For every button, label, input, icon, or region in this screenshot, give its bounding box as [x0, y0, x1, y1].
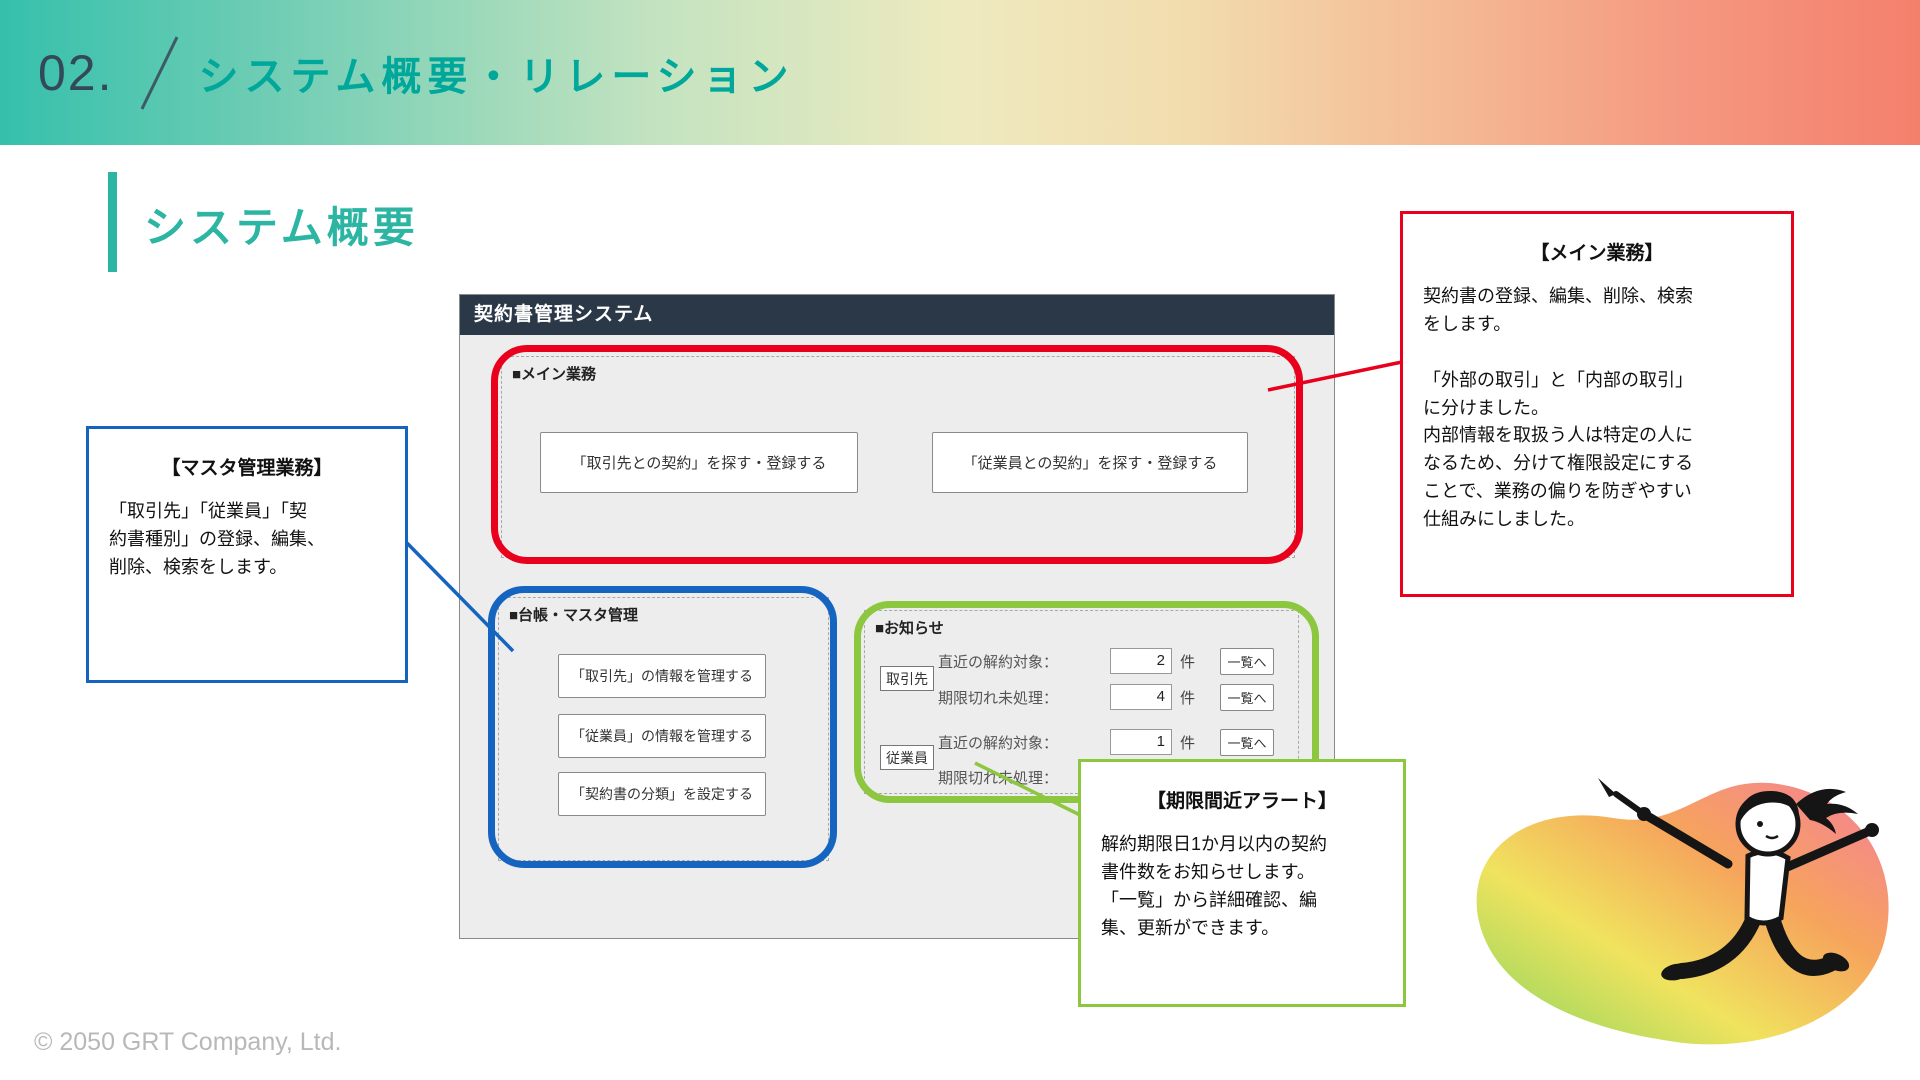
- master-group: ■台帳・マスタ管理: [498, 597, 829, 861]
- set-contract-category-button[interactable]: 「契約書の分類」を設定する: [558, 772, 766, 816]
- app-window: 契約書管理システム ■メイン業務 「取引先との契約」を探す・登録する 「従業員と…: [459, 294, 1335, 939]
- header-title: システム概要・リレーション: [198, 54, 795, 99]
- section-accent-bar: [108, 172, 117, 272]
- notice-row: 直近の解約対象： 2 件 一覧へ: [938, 647, 1274, 675]
- callout-title: 【メイン業務】: [1530, 243, 1664, 264]
- section-title: システム概要: [144, 204, 419, 251]
- partner-tag: 取引先: [880, 666, 934, 691]
- notice-row-label: 期限切れ未処理：: [938, 689, 1059, 707]
- notice-row: 直近の解約対象： 1 件 一覧へ: [938, 728, 1274, 756]
- copyright: © 2050 GRT Company, Ltd.: [34, 1028, 342, 1056]
- unit-label: 件: [1180, 689, 1196, 707]
- window-titlebar: 契約書管理システム: [460, 295, 1334, 335]
- master-group-label: ■台帳・マスタ管理: [509, 607, 639, 624]
- callout-body: 解約期限日1か月以内の契約 書件数をお知らせします。 「一覧」から詳細確認、編 …: [1101, 834, 1328, 938]
- callout-body: 「取引先」「従業員」「契 約書種別」の登録、編集、 削除、検索をします。: [109, 501, 325, 577]
- count-field[interactable]: 1: [1110, 729, 1172, 755]
- notice-row: 期限切れ未処理： 4 件 一覧へ: [938, 683, 1274, 711]
- manage-employee-button[interactable]: 「従業員」の情報を管理する: [558, 714, 766, 758]
- notice-group-label: ■お知らせ: [875, 620, 944, 637]
- callout-body: 契約書の登録、編集、削除、検索 をします。 「外部の取引」と「内部の取引」 に分…: [1423, 286, 1694, 530]
- main-business-label: ■メイン業務: [512, 366, 597, 383]
- header-band: 02. システム概要・リレーション: [0, 0, 1920, 145]
- callout-main-business: 【メイン業務】 契約書の登録、編集、削除、検索 をします。 「外部の取引」と「内…: [1400, 211, 1794, 597]
- unit-label: 件: [1180, 734, 1196, 752]
- callout-title: 【期限間近アラート】: [1146, 791, 1337, 812]
- notice-row-label: 直近の解約対象：: [938, 653, 1059, 671]
- slide-number: 02.: [38, 44, 114, 101]
- count-field[interactable]: 2: [1110, 648, 1172, 674]
- count-field[interactable]: 4: [1110, 684, 1172, 710]
- illustration-person: [1476, 778, 1889, 1045]
- unit-label: 件: [1180, 653, 1196, 671]
- callout-master-management: 【マスタ管理業務】 「取引先」「従業員」「契 約書種別」の登録、編集、 削除、検…: [86, 426, 408, 683]
- callout-title: 【マスタ管理業務】: [161, 458, 333, 479]
- callout-deadline-alert: 【期限間近アラート】 解約期限日1か月以内の契約 書件数をお知らせします。 「一…: [1078, 759, 1406, 1007]
- list-button[interactable]: 一覧へ: [1220, 728, 1274, 756]
- slash-divider: [140, 35, 178, 110]
- list-button[interactable]: 一覧へ: [1220, 647, 1274, 675]
- employee-tag: 従業員: [880, 745, 934, 770]
- search-employee-contract-button[interactable]: 「従業員との契約」を探す・登録する: [932, 432, 1248, 493]
- manage-partner-button[interactable]: 「取引先」の情報を管理する: [558, 654, 766, 698]
- notice-row-label: 直近の解約対象：: [938, 734, 1059, 752]
- list-button[interactable]: 一覧へ: [1220, 683, 1274, 711]
- search-partner-contract-button[interactable]: 「取引先との契約」を探す・登録する: [540, 432, 858, 493]
